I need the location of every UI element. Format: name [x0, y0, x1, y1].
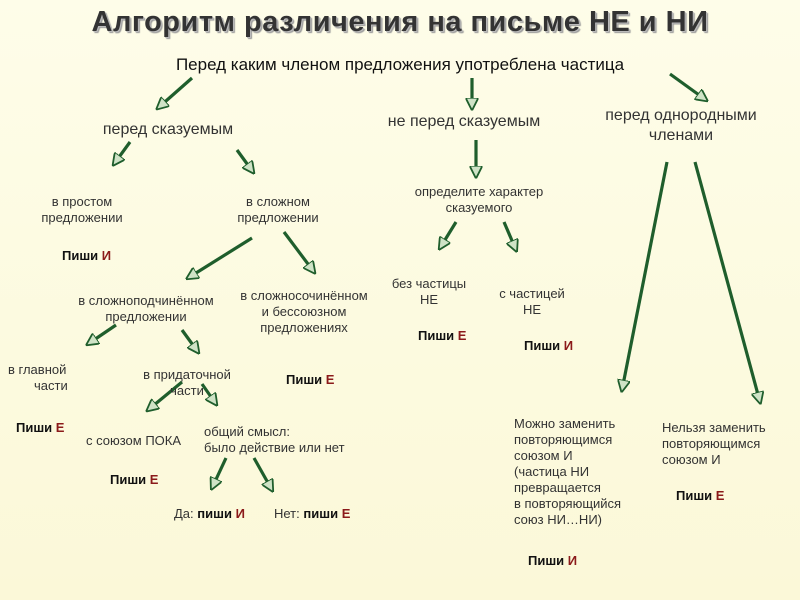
branch-not-predicate: не перед сказуемым	[387, 113, 541, 130]
rule-write-e-no-particle: Пиши Е	[418, 328, 467, 343]
arrow-to-homogeneous	[669, 72, 706, 100]
arrow-to-yes	[212, 457, 228, 488]
rule-write-i-can-replace: Пиши И	[528, 553, 578, 568]
branch-predicate: перед сказуемым	[102, 121, 234, 138]
node-cannot-replace: Нельзя заменить повторяющимся союзом И	[662, 420, 766, 467]
arrow-to-can-replace	[622, 161, 669, 390]
node-can-replace: Можно заменить повторяющимся союзом И (ч…	[514, 416, 622, 527]
main-question: Перед каким членом предложения употребле…	[175, 55, 625, 74]
answer-no: Нет: пиши Е	[274, 506, 351, 521]
rule-write-e-poka: Пиши Е	[110, 472, 159, 487]
rule-write-e-main-clause: Пиши Е	[16, 420, 65, 435]
node-with-poka: с союзом ПОКА	[86, 433, 182, 448]
arrow-to-no	[252, 457, 272, 490]
arrow-to-main-clause	[88, 323, 117, 344]
arrow-to-no-particle	[440, 221, 458, 248]
page-title: Алгоритм различения на письме НЕ и НИ	[91, 6, 709, 38]
arrow-to-sub-clause	[180, 329, 198, 352]
arrow-to-complex	[235, 149, 253, 172]
rule-write-e-compound: Пиши Е	[286, 372, 335, 387]
rule-write-e-cannot-replace: Пиши Е	[676, 488, 725, 503]
arrow-to-with-particle	[502, 221, 516, 250]
arrow-to-cannot-replace	[693, 161, 760, 402]
rule-write-i-with-particle: Пиши И	[524, 338, 574, 353]
rule-write-i-simple: Пиши И	[62, 248, 112, 263]
answer-yes: Да: пиши И	[174, 506, 245, 521]
node-general-meaning: общий смысл:было действие или нет	[204, 424, 345, 455]
arrow-to-meaning	[200, 383, 216, 404]
arrow-to-predicate	[158, 76, 194, 108]
arrow-to-compound	[282, 231, 314, 272]
arrow-to-subordinate	[188, 236, 253, 278]
arrow-to-poka	[148, 380, 184, 410]
arrow-to-simple	[114, 141, 132, 164]
